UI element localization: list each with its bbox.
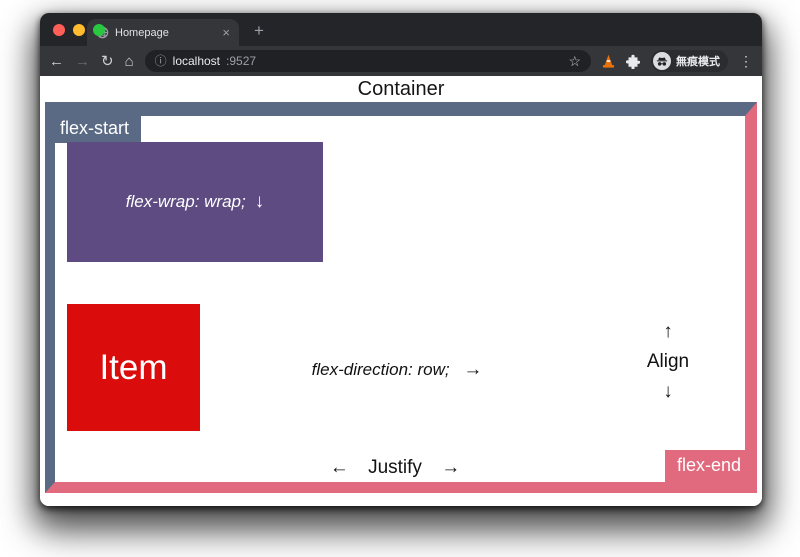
url-port: :9527 [226, 54, 257, 68]
new-tab-button[interactable]: + [254, 21, 264, 40]
reload-icon[interactable]: ↻ [101, 52, 114, 70]
tab-bar: Homepage × + [40, 13, 762, 46]
home-icon[interactable]: ⌂ [124, 52, 134, 70]
window-controls [53, 24, 105, 36]
item-text: Item [99, 347, 168, 387]
extension-icon-orange[interactable] [602, 54, 615, 69]
bookmark-star-icon[interactable]: ☆ [568, 53, 581, 69]
align-note: ↑ Align ↓ [647, 319, 689, 405]
flex-direction-text: flex-direction: row; [311, 360, 450, 379]
flex-end-label: flex-end [664, 450, 753, 482]
menu-kebab-icon[interactable]: ⋮ [739, 53, 753, 69]
arrow-right-icon: → [441, 457, 461, 478]
incognito-label: 無痕模式 [676, 56, 720, 68]
tab-homepage[interactable]: Homepage × [87, 19, 239, 46]
back-icon[interactable]: ← [49, 52, 64, 70]
item-box: Item [67, 304, 200, 431]
incognito-icon [653, 52, 671, 70]
align-text: Align [646, 351, 690, 372]
justify-text: Justify [368, 457, 422, 478]
browser-window: Homepage × + ← → ↻ ⌂ ⓘ localhost :9527 ☆ [40, 13, 762, 506]
flex-wrap-box: flex-wrap: wrap; ↓ [67, 142, 323, 262]
tab-close-icon[interactable]: × [222, 25, 230, 40]
close-window-button[interactable] [53, 24, 65, 36]
page-title: Container [357, 78, 445, 100]
page-info-icon[interactable]: ⓘ [154, 54, 167, 68]
address-bar[interactable]: ⓘ localhost :9527 ☆ [144, 50, 591, 72]
url-host: localhost [172, 54, 221, 68]
minimize-window-button[interactable] [73, 24, 85, 36]
maximize-window-button[interactable] [93, 24, 105, 36]
flex-container: flex-start flex-wrap: wrap; ↓ Item flex-… [45, 102, 757, 493]
arrow-right-icon: → [463, 359, 483, 380]
justify-note: ← Justify → [330, 457, 460, 479]
arrow-down-icon: ↓ [663, 381, 673, 402]
arrow-down-icon: ↓ [254, 191, 265, 212]
incognito-badge: 無痕模式 [651, 50, 728, 72]
flex-wrap-text: flex-wrap: wrap; [125, 192, 246, 211]
arrow-left-icon: ← [329, 457, 349, 478]
web-page: Container flex-start flex-wrap: wrap; ↓ … [40, 76, 762, 506]
tab-title: Homepage [115, 26, 169, 39]
browser-toolbar: ← → ↻ ⌂ ⓘ localhost :9527 ☆ [40, 46, 762, 76]
forward-icon[interactable]: → [75, 52, 90, 70]
flex-direction-note: flex-direction: row; → [312, 359, 483, 381]
arrow-up-icon: ↑ [663, 321, 673, 342]
extensions-puzzle-icon[interactable] [626, 54, 640, 69]
flex-start-label: flex-start [48, 116, 142, 143]
